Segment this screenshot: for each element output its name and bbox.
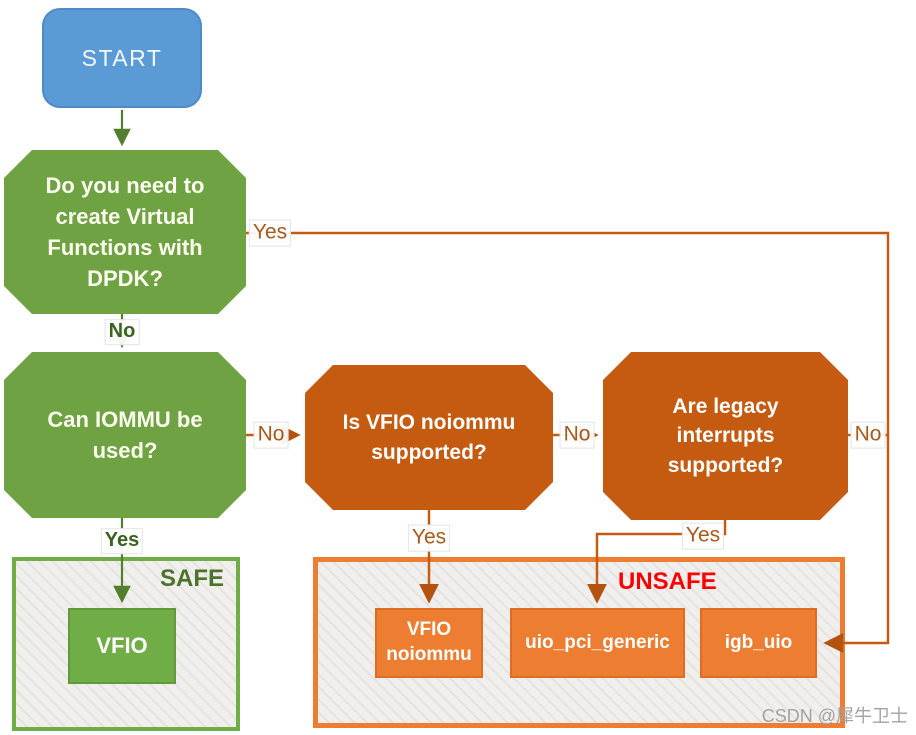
edge-label-iommu-no: No <box>253 421 289 449</box>
edge-label-iommu-yes: Yes <box>100 528 144 554</box>
safe-zone: SAFE VFIO <box>12 557 240 731</box>
edge-label-vfio-no: No <box>559 421 595 449</box>
node-question-legacy-interrupts-label: Are legacy interrupts supported? <box>667 394 784 477</box>
node-igb-uio-label: igb_uio <box>724 631 793 653</box>
edge-label-vfio-yes: Yes <box>407 524 451 552</box>
node-uio-pci-generic-label: uio_pci_generic <box>525 631 670 653</box>
node-question-virtual-functions: Do you need to create Virtual Functions … <box>4 150 246 314</box>
node-start: START <box>42 8 202 108</box>
node-vfio: VFIO <box>68 608 176 684</box>
edge-label-legacy-yes: Yes <box>681 522 725 550</box>
node-question-vfio-noiommu: Is VFIO noiommu supported? <box>305 365 553 510</box>
unsafe-zone-label: UNSAFE <box>618 568 717 595</box>
node-start-label: START <box>81 44 163 71</box>
node-vfio-noiommu-label: VFIO noiommu <box>386 619 472 665</box>
edge-label-legacy-no: No <box>850 421 886 449</box>
node-question-iommu-label: Can IOMMU be used? <box>47 406 203 463</box>
node-vfio-label: VFIO <box>96 633 148 658</box>
node-question-legacy-interrupts: Are legacy interrupts supported? <box>603 352 848 520</box>
edge-label-vf-no: No <box>104 319 140 345</box>
node-uio-pci-generic: uio_pci_generic <box>510 608 685 678</box>
node-igb-uio: igb_uio <box>700 608 817 678</box>
node-question-iommu: Can IOMMU be used? <box>4 352 246 518</box>
csdn-watermark: CSDN @犀牛卫士 <box>761 706 908 726</box>
node-question-vfio-noiommu-label: Is VFIO noiommu supported? <box>342 411 516 464</box>
node-question-virtual-functions-label: Do you need to create Virtual Functions … <box>45 172 205 292</box>
edge-label-vf-yes: Yes <box>248 219 292 247</box>
safe-zone-label: SAFE <box>159 565 224 592</box>
node-vfio-noiommu: VFIO noiommu <box>375 608 483 678</box>
